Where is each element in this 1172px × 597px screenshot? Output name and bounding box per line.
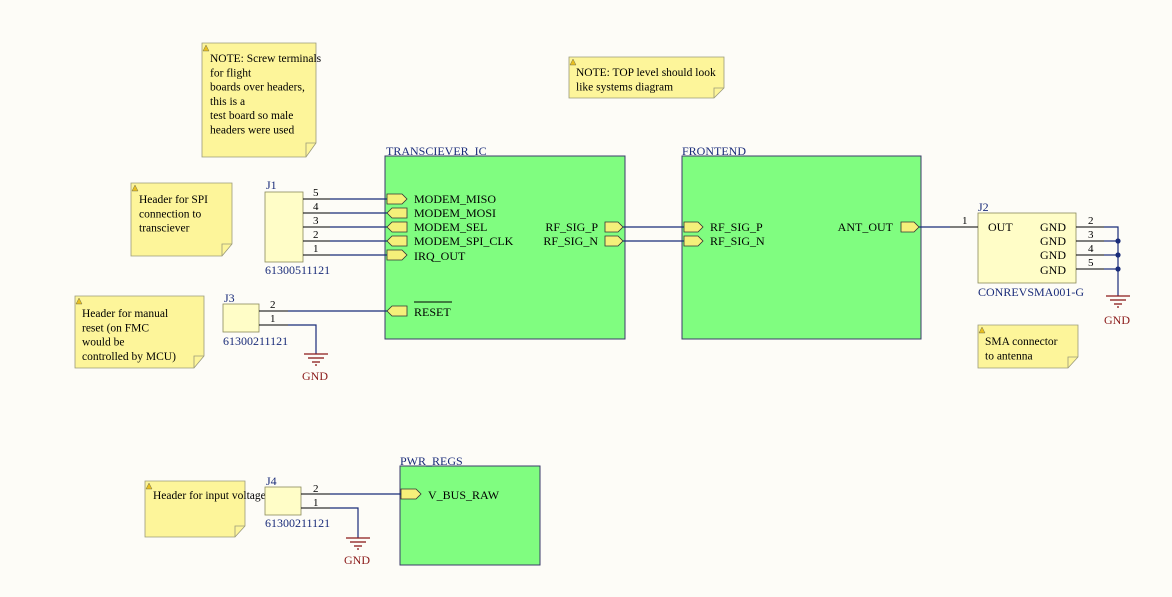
warning-icon: [75, 297, 83, 305]
port-reset[interactable]: [386, 305, 408, 317]
wire-j4-gnd[interactable]: [330, 507, 359, 538]
j2-pin-1: 1: [962, 215, 968, 227]
transceiver-ports: MODEM_MISO MODEM_MOSI MODEM_SEL MODEM_SP…: [386, 192, 624, 319]
port-modem-spi-clk[interactable]: [386, 235, 408, 247]
junction-dot: [1115, 266, 1121, 272]
junction-dot: [1115, 252, 1121, 258]
block-frontend[interactable]: FRONTEND: [681, 144, 922, 340]
frontend-ports: RF_SIG_P RF_SIG_N ANT_OUT: [683, 220, 920, 248]
j2-gnd-label-3: GND: [1040, 234, 1066, 248]
port-rf-sig-n-out[interactable]: [604, 235, 624, 247]
block-frontend-title: FRONTEND: [682, 144, 746, 158]
gnd-label-j2: GND: [1104, 313, 1130, 327]
port-rf-sig-p-in-label: RF_SIG_P: [710, 220, 763, 234]
warning-icon: [131, 184, 139, 192]
port-rf-sig-p-in[interactable]: [683, 221, 704, 233]
j1-pin-2: 2: [313, 229, 319, 241]
block-pwr-regs[interactable]: PWR_REGS: [399, 454, 541, 566]
j3-ref: J3: [224, 291, 235, 305]
j1-part: 61300511121: [265, 263, 330, 277]
j2-pin-4: 4: [1088, 243, 1094, 255]
port-ant-out-label: ANT_OUT: [838, 220, 894, 234]
j2-pin-2: 2: [1088, 215, 1094, 227]
port-v-bus-raw[interactable]: [400, 488, 422, 500]
j4-part: 61300211121: [265, 516, 330, 530]
port-modem-miso-label: MODEM_MISO: [414, 192, 496, 206]
port-rf-sig-n-in[interactable]: [683, 235, 704, 247]
connector-j1[interactable]: J1 61300511121 5 4 3 2 1: [264, 178, 330, 277]
connector-j4[interactable]: J4 61300211121 2 1: [264, 474, 330, 530]
j2-gnd-label-5: GND: [1040, 263, 1066, 277]
j2-gnd-label-2: GND: [1040, 220, 1066, 234]
j3-part: 61300211121: [223, 334, 288, 348]
j1-pin-5: 5: [313, 187, 319, 199]
port-modem-mosi[interactable]: [386, 207, 408, 219]
port-modem-mosi-label: MODEM_MOSI: [414, 206, 496, 220]
port-irq-out-label: IRQ_OUT: [414, 249, 466, 263]
warning-icon: [145, 482, 153, 490]
warning-icon: [202, 44, 210, 52]
block-pwr-regs-title: PWR_REGS: [400, 454, 463, 468]
j3-pin-1: 1: [270, 313, 276, 325]
port-modem-miso[interactable]: [386, 193, 408, 205]
port-v-bus-raw-label: V_BUS_RAW: [428, 488, 500, 502]
block-transceiver-title: TRANSCIEVER_IC: [386, 144, 487, 158]
j1-ref: J1: [266, 178, 277, 192]
gnd-label-j4: GND: [344, 553, 370, 567]
j1-pin-3: 3: [313, 215, 319, 227]
warning-icon: [978, 326, 986, 334]
j2-gnd-pins: GND GND GND GND 2 3 4 5: [1040, 215, 1104, 277]
j2-out-label: OUT: [988, 220, 1013, 234]
j1-pins: 5 4 3 2 1: [303, 187, 330, 256]
connector-j3[interactable]: J3 61300211121 2 1: [222, 291, 288, 348]
j4-pin-2: 2: [313, 483, 319, 495]
wire-j2-gnd-bus[interactable]: [1104, 226, 1119, 296]
gnd-label-j3: GND: [302, 369, 328, 383]
j1-pin-1: 1: [313, 243, 319, 255]
j2-ref: J2: [978, 200, 989, 214]
j2-pin-3: 3: [1088, 229, 1094, 241]
j3-pin-2: 2: [270, 299, 276, 311]
port-rf-sig-p-out[interactable]: [604, 221, 624, 233]
wires: [288, 198, 1121, 538]
port-ant-out[interactable]: [900, 221, 920, 233]
gnd-symbol-j2[interactable]: GND: [1104, 295, 1130, 327]
j1-pin-4: 4: [313, 201, 319, 213]
gnd-symbol-j3[interactable]: GND: [302, 353, 328, 383]
j4-pin-1: 1: [313, 497, 319, 509]
port-irq-out[interactable]: [386, 249, 408, 261]
port-rf-sig-n-in-label: RF_SIG_N: [710, 234, 765, 248]
port-rf-sig-n-out-label: RF_SIG_N: [543, 234, 598, 248]
port-modem-sel[interactable]: [386, 221, 408, 233]
note-input-text: Header for input voltage: [153, 490, 266, 502]
port-modem-spi-clk-label: MODEM_SPI_CLK: [414, 234, 514, 248]
port-rf-sig-p-out-label: RF_SIG_P: [545, 220, 598, 234]
j4-ref: J4: [266, 474, 277, 488]
junction-dot: [1115, 238, 1121, 244]
gnd-symbol-j4[interactable]: GND: [344, 537, 370, 567]
block-transceiver-ic[interactable]: TRANSCIEVER_IC: [384, 144, 626, 340]
port-reset-label: RESET: [414, 305, 451, 319]
connector-j2[interactable]: J2 CONREVSMA001-G OUT 1 GND GND GND GND …: [950, 200, 1104, 299]
warning-icon: [569, 58, 577, 66]
port-modem-sel-label: MODEM_SEL: [414, 220, 487, 234]
note-input-voltage[interactable]: Header for input voltage: [144, 480, 266, 538]
j2-part: CONREVSMA001-G: [978, 285, 1084, 299]
pwr-regs-ports: V_BUS_RAW: [400, 488, 500, 502]
j2-pin-5: 5: [1088, 257, 1094, 269]
j2-gnd-label-4: GND: [1040, 248, 1066, 262]
wire-j3-gnd[interactable]: [288, 324, 317, 354]
